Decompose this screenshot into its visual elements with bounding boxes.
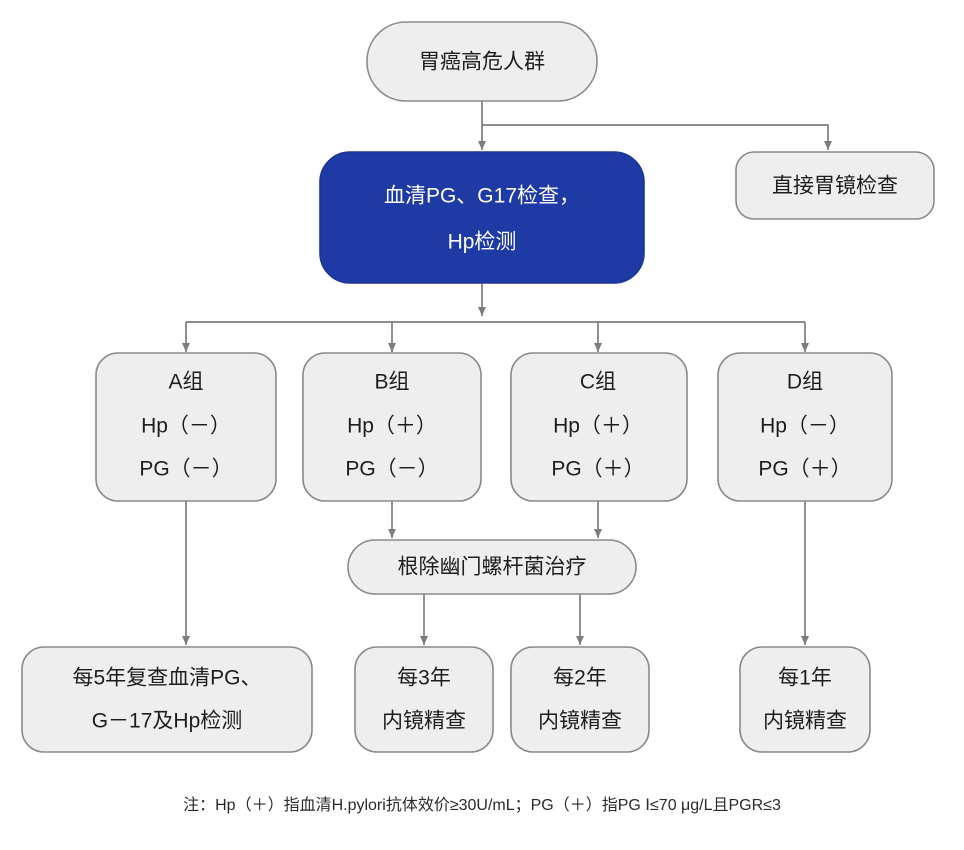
connector-root-to-direct-endoscopy xyxy=(482,124,833,150)
node-root[interactable]: 胃癌高危人群 xyxy=(366,21,598,102)
node-serum-test-line1: 血清PG、G17检查， xyxy=(384,185,580,208)
node-group-c-line1: C组 xyxy=(580,371,616,394)
node-group-a-line1: A组 xyxy=(168,371,203,394)
node-group-d[interactable]: D组 Hp（－） PG（＋） xyxy=(717,352,893,502)
node-eradication[interactable]: 根除幽门螺杆菌治疗 xyxy=(347,539,637,595)
node-group-b[interactable]: B组 Hp（＋） PG（－） xyxy=(302,352,482,502)
connector-layer xyxy=(181,101,833,645)
node-followup-a-shape xyxy=(21,646,313,753)
node-serum-test[interactable]: 血清PG、G17检查， Hp检测 xyxy=(319,151,645,284)
node-direct-endoscopy-shape xyxy=(735,151,935,220)
node-followup-d-shape xyxy=(739,646,871,753)
node-followup-c-line2: 内镜精查 xyxy=(538,710,622,733)
node-followup-b[interactable]: 每3年 内镜精查 xyxy=(354,646,494,753)
node-followup-d[interactable]: 每1年 内镜精查 xyxy=(739,646,871,753)
node-group-d-line2: Hp（－） xyxy=(760,415,850,438)
node-followup-b-shape xyxy=(354,646,494,753)
node-group-a-line2: Hp（－） xyxy=(141,415,231,438)
node-group-b-line3: PG（－） xyxy=(345,458,438,481)
node-group-d-shape xyxy=(717,352,893,502)
node-group-b-line1: B组 xyxy=(374,371,409,394)
node-followup-c-line1: 每2年 xyxy=(553,667,607,690)
node-followup-b-line1: 每3年 xyxy=(397,667,451,690)
node-followup-c-shape xyxy=(510,646,650,753)
node-group-a-shape xyxy=(95,352,277,502)
node-direct-endoscopy[interactable]: 直接胃镜检查 xyxy=(735,151,935,220)
node-followup-a-line2: G－17及Hp检测 xyxy=(92,710,243,733)
node-direct-endoscopy-label: 直接胃镜检查 xyxy=(772,175,898,198)
node-followup-b-line2: 内镜精查 xyxy=(382,710,466,733)
node-group-d-line1: D组 xyxy=(787,371,823,394)
node-group-c-line2: Hp（＋） xyxy=(553,415,643,438)
node-root-shape xyxy=(366,21,598,102)
node-serum-test-line2: Hp检测 xyxy=(448,231,517,254)
node-followup-d-line1: 每1年 xyxy=(778,667,832,690)
node-root-label: 胃癌高危人群 xyxy=(419,51,545,74)
node-serum-test-shape xyxy=(319,151,645,284)
node-group-b-line2: Hp（＋） xyxy=(347,415,437,438)
node-group-a-line3: PG（－） xyxy=(139,458,232,481)
node-group-d-line3: PG（＋） xyxy=(758,458,851,481)
node-group-c-line3: PG（＋） xyxy=(551,458,644,481)
node-followup-a[interactable]: 每5年复查血清PG、 G－17及Hp检测 xyxy=(21,646,313,753)
node-followup-a-line1: 每5年复查血清PG、 xyxy=(72,667,261,690)
node-followup-c[interactable]: 每2年 内镜精查 xyxy=(510,646,650,753)
node-group-b-shape xyxy=(302,352,482,502)
node-eradication-label: 根除幽门螺杆菌治疗 xyxy=(398,556,587,579)
node-group-c-shape xyxy=(510,352,688,502)
node-eradication-shape xyxy=(347,539,637,595)
node-group-a[interactable]: A组 Hp（－） PG（－） xyxy=(95,352,277,502)
node-followup-d-line2: 内镜精查 xyxy=(763,710,847,733)
footnote-text: 注：Hp（＋）指血清H.pylori抗体效价≥30U/mL；PG（＋）指PG Ⅰ… xyxy=(183,796,781,814)
node-group-c[interactable]: C组 Hp（＋） PG（＋） xyxy=(510,352,688,502)
